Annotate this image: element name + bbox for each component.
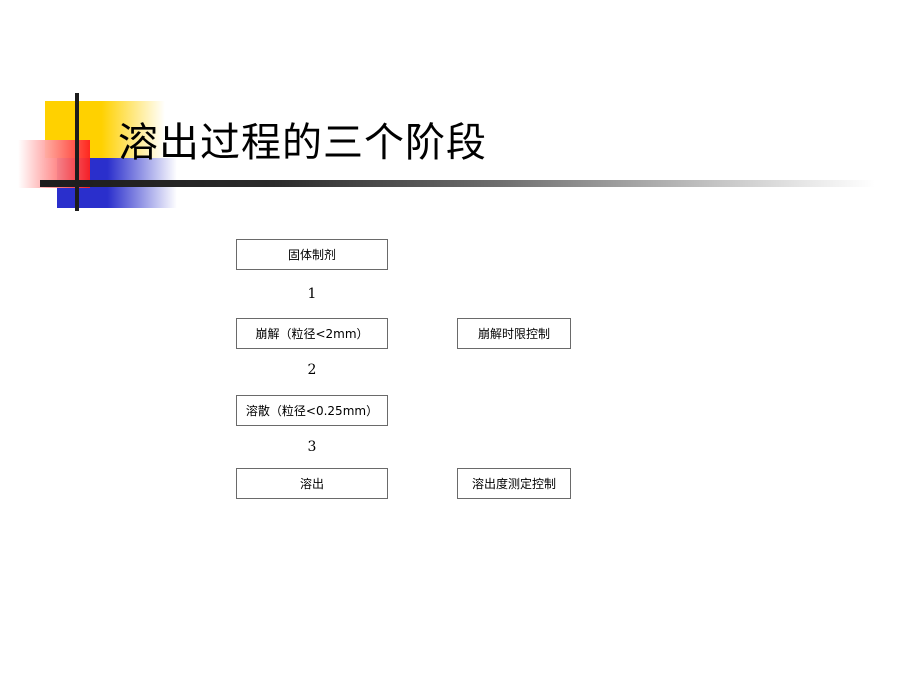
flowchart-box-label: 溶出度测定控制 bbox=[471, 477, 556, 491]
flowchart-box-dispersion[interactable]: 溶散（粒径<0.25mm） bbox=[236, 395, 388, 426]
flowchart-box-label: 崩解（粒径<2mm） bbox=[255, 327, 369, 341]
flowchart-box-dissolution-rate-control[interactable]: 溶出度测定控制 bbox=[457, 468, 571, 499]
flowchart-box-disintegration[interactable]: 崩解（粒径<2mm） bbox=[236, 318, 388, 349]
flowchart-box-disintegration-time-control[interactable]: 崩解时限控制 bbox=[457, 318, 571, 349]
flowchart-box-label: 溶出 bbox=[299, 477, 324, 491]
flowchart-box-dissolution[interactable]: 溶出 bbox=[236, 468, 388, 499]
page-title: 溶出过程的三个阶段 bbox=[118, 120, 487, 166]
flowchart-step-number-3: 3 bbox=[307, 439, 317, 455]
flowchart-box-label: 溶散（粒径<0.25mm） bbox=[245, 404, 379, 418]
flowchart-step-number-1: 1 bbox=[307, 286, 317, 302]
flowchart-step-number-2: 2 bbox=[307, 362, 317, 378]
flowchart-box-label: 崩解时限控制 bbox=[477, 327, 550, 341]
flowchart-box-label: 固体制剂 bbox=[287, 248, 336, 262]
flowchart-box-solid-preparation[interactable]: 固体制剂 bbox=[236, 239, 388, 270]
